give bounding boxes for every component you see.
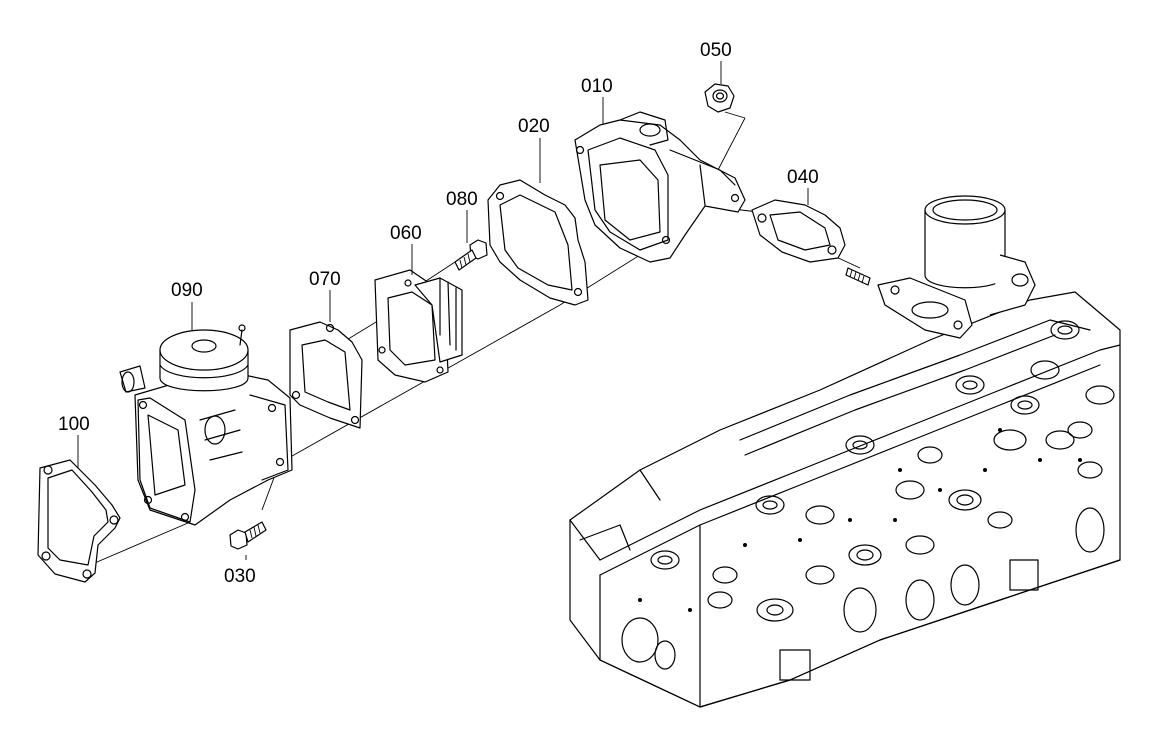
part-020-gasket bbox=[487, 179, 589, 306]
callout-050: 050 bbox=[700, 40, 732, 61]
part-070-gasket bbox=[289, 321, 363, 429]
callout-labels: 050 010 020 040 080 060 070 090 100 030 bbox=[58, 40, 819, 587]
part-080-bolt bbox=[454, 239, 488, 271]
part-050-nut bbox=[704, 83, 735, 113]
callout-040: 040 bbox=[787, 167, 819, 188]
cylinder-head bbox=[569, 195, 1121, 708]
callout-100: 100 bbox=[58, 414, 90, 435]
part-100-gasket bbox=[37, 459, 121, 583]
part-090-egr-valve bbox=[119, 324, 293, 526]
part-010-adapter-housing bbox=[574, 111, 746, 263]
part-040-gasket bbox=[751, 199, 846, 263]
callout-080: 080 bbox=[446, 189, 478, 210]
callout-070: 070 bbox=[309, 269, 341, 290]
callout-060: 060 bbox=[390, 223, 422, 244]
part-060-reed-valve bbox=[374, 269, 463, 383]
callout-020: 020 bbox=[518, 116, 550, 137]
stud bbox=[845, 267, 871, 286]
callout-090: 090 bbox=[171, 280, 203, 301]
part-030-bolt bbox=[229, 521, 267, 550]
callout-030: 030 bbox=[224, 566, 256, 587]
leader-lines bbox=[77, 61, 809, 560]
callout-010: 010 bbox=[581, 76, 613, 97]
